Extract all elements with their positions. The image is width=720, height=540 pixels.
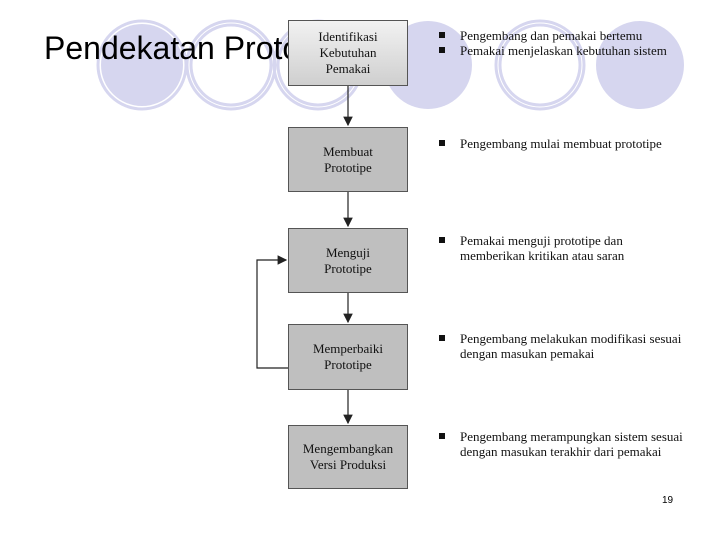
step-box-memperbaiki: Memperbaiki Prototipe (288, 324, 408, 390)
bullet-item: Pemakai menjelaskan kebutuhan sistem (438, 43, 688, 58)
decor-circle (494, 19, 586, 111)
step-box-menguji: Menguji Prototipe (288, 228, 408, 293)
decor-circle-filled (101, 24, 183, 106)
step-box-membuat: Membuat Prototipe (288, 127, 408, 192)
decor-circle (498, 23, 582, 107)
bullets-step-4: Pengembang melakukan modifikasi sesuai d… (438, 331, 688, 361)
step-box-mengembangkan: Mengembangkan Versi Produksi (288, 425, 408, 489)
bullets-step-2: Pengembang mulai membuat prototipe (438, 136, 688, 151)
bullet-item: Pengembang dan pemakai bertemu (438, 28, 688, 43)
bullet-item: Pengembang melakukan modifikasi sesuai d… (438, 331, 688, 361)
bullet-item: Pengembang mulai membuat prototipe (438, 136, 688, 151)
step-box-identifikasi: Identifikasi Kebutuhan Pemakai (288, 20, 408, 86)
bullet-item: Pengembang merampungkan sistem sesuai de… (438, 429, 688, 459)
decor-circle-filled (596, 21, 684, 109)
bullets-step-5: Pengembang merampungkan sistem sesuai de… (438, 429, 688, 459)
feedback-loop-arrow (256, 255, 288, 369)
bullets-step-1: Pengembang dan pemakai bertemu Pemakai m… (438, 28, 688, 58)
bullet-item: Pemakai menguji prototipe dan memberikan… (438, 233, 688, 263)
decor-circle (189, 23, 273, 107)
bullets-step-3: Pemakai menguji prototipe dan memberikan… (438, 233, 688, 263)
page-number: 19 (662, 495, 674, 506)
